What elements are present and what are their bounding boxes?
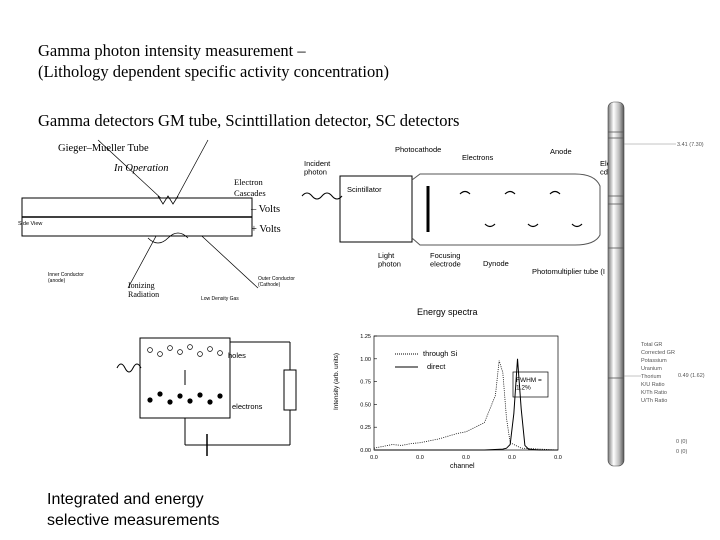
tool-label: Thorium xyxy=(641,374,662,380)
spectrum-title: Energy spectra xyxy=(417,307,478,317)
gm-electron-label: Electron xyxy=(234,177,264,187)
electrons-group xyxy=(147,391,223,405)
slide-caption: Integrated and energy selective measurem… xyxy=(47,491,220,529)
x-tick-label: 0.0 xyxy=(554,455,562,461)
x-tick-label: 0.0 xyxy=(462,455,470,461)
gm-low-density-gas: Low Density Gas xyxy=(201,296,239,302)
y-axis-label: Intensity (arb. units) xyxy=(333,353,340,410)
gamma-wave-icon xyxy=(116,363,142,373)
chart-layer: 0.00 0.25 0.50 0.75 1.00 1.25 0.0 0.0 0.0 0.0 0.0 xyxy=(360,334,562,461)
gm-title: Gieger–Mueller Tube xyxy=(58,143,149,154)
tool-label: Corrected GR xyxy=(641,350,675,356)
series-line-through-si xyxy=(373,360,559,451)
slide-title: Gamma photon intensity measurement – (Li… xyxy=(38,41,389,81)
y-tick-label: 0.00 xyxy=(360,448,371,454)
y-tick-label: 0.25 xyxy=(360,425,371,431)
tool-bottom-value-1: 0 (0) xyxy=(676,439,687,445)
fwhm-label: FWHM =1.2% xyxy=(516,377,542,391)
gm-tube-diagram: Gieger–Mueller Tube In Operation Electro… xyxy=(18,139,295,302)
tool-label: Total GR xyxy=(641,342,662,348)
electron-cascade-icon xyxy=(157,195,179,205)
tool-bottom-value-2: 0 (0) xyxy=(676,449,687,455)
gm-cascades-label: Cascades xyxy=(234,188,266,198)
y-tick-label: 1.00 xyxy=(360,357,371,363)
tool-body xyxy=(607,101,625,467)
gm-minus-volts: – Volts xyxy=(250,204,280,215)
x-tick-label: 0.0 xyxy=(508,455,516,461)
y-tick-label: 0.75 xyxy=(360,380,371,386)
x-tick-label: 0.0 xyxy=(416,455,424,461)
energy-spectrum-chart: Intensity (arb. units) channel through S… xyxy=(333,334,562,470)
slide-subtitle: Gamma detectors GM tube, Scinttillation … xyxy=(38,111,460,130)
tool-label: U/Th Ratio xyxy=(641,398,667,404)
pmt-label: Photomultiplier tube (I xyxy=(532,267,605,276)
pmt-electrons: Electrons xyxy=(462,153,494,162)
legend-direct: direct xyxy=(427,362,446,371)
logging-tool: 3.41 (7.30) Total GR Corrected GR Potass… xyxy=(607,101,705,467)
tool-top-value: 3.41 (7.30) xyxy=(677,142,704,148)
tool-label: Uranium xyxy=(641,366,662,372)
radiation-wave-icon xyxy=(147,232,189,244)
pmt-dynode: Dynode xyxy=(483,259,509,268)
scintillator-block xyxy=(339,175,413,243)
tool-label: K/U Ratio xyxy=(641,382,665,388)
tool-label: Potassium xyxy=(641,358,667,364)
gm-plus-volts: + Volts xyxy=(251,224,281,235)
photon-wave-icon xyxy=(301,192,343,200)
fwhm-box xyxy=(512,371,549,398)
gm-side-view: Side View xyxy=(18,221,42,227)
tool-label: K/Th Ratio xyxy=(641,390,667,396)
pmt-photocathode: Photocathode xyxy=(395,145,441,154)
gm-inner-conductor: Inner Conductor(anode) xyxy=(48,272,84,284)
pmt-anode: Anode xyxy=(550,147,572,156)
sc-holes-label: holes xyxy=(228,351,246,360)
tool-mid-labels: Total GR Corrected GR Potassium Uranium … xyxy=(641,342,675,404)
x-axis-label: channel xyxy=(450,463,475,470)
tool-mid-value: 0.49 (1.62) xyxy=(678,373,705,379)
holes-group xyxy=(147,344,223,357)
sc-electrons-label: electrons xyxy=(232,402,263,411)
gm-outer-conductor: Outer Conductor(Cathode) xyxy=(258,276,295,288)
pmt-scintillator: Scintillator xyxy=(347,185,382,194)
gm-subtitle: In Operation xyxy=(113,163,169,174)
dynode-chain xyxy=(459,190,583,228)
x-tick-label: 0.0 xyxy=(370,455,378,461)
y-tick-label: 1.25 xyxy=(360,334,371,340)
y-tick-label: 0.50 xyxy=(360,402,371,408)
resistor-icon xyxy=(283,369,297,411)
series-line-direct xyxy=(374,358,558,451)
sc-detector-diagram: holes electrons xyxy=(116,337,297,456)
pmt-tube-outline xyxy=(411,173,601,246)
legend-through-si: through Si xyxy=(423,349,458,358)
tool-rings xyxy=(608,131,624,379)
